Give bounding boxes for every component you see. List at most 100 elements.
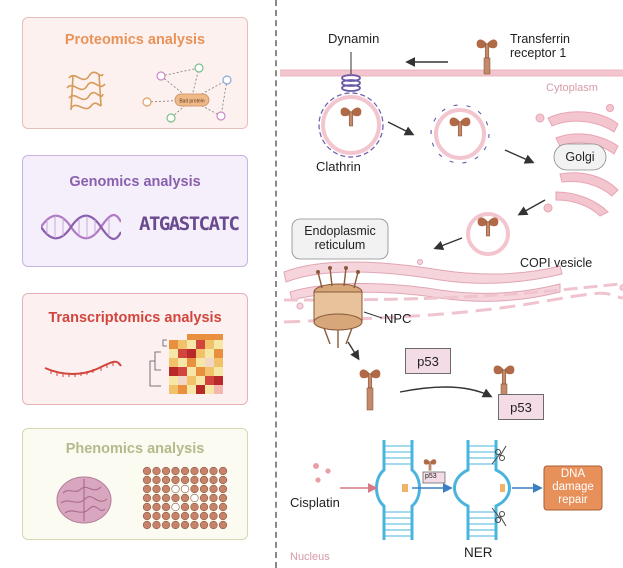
well bbox=[180, 520, 190, 530]
well bbox=[152, 475, 161, 485]
dna-double-strand-1 bbox=[375, 440, 421, 540]
p53-small-label: p53 bbox=[425, 473, 437, 480]
well bbox=[161, 520, 171, 530]
cisplatin-label: Cisplatin bbox=[290, 495, 340, 510]
well bbox=[161, 511, 171, 521]
bait-protein-node bbox=[174, 93, 210, 107]
well bbox=[190, 466, 199, 476]
heatmap-cell bbox=[205, 349, 214, 358]
heatmap-cell bbox=[205, 340, 214, 349]
cisplatin-adduct bbox=[402, 484, 408, 492]
well bbox=[209, 484, 218, 494]
transcriptomics-panel: Transcriptomics analysis bbox=[22, 293, 248, 405]
transferrin-receptor-icon bbox=[476, 39, 498, 75]
dna-helix-icon bbox=[41, 214, 121, 240]
well bbox=[190, 511, 199, 521]
heatmap-cell bbox=[214, 376, 223, 385]
heatmap-cell bbox=[187, 367, 196, 376]
well bbox=[199, 502, 209, 512]
well bbox=[142, 484, 152, 494]
nucleus-label: Nucleus bbox=[290, 551, 330, 563]
well bbox=[209, 466, 218, 476]
well bbox=[142, 520, 152, 530]
well bbox=[190, 502, 199, 512]
sequence-logo: ATGASTCATC bbox=[139, 213, 240, 235]
dynamin-label: Dynamin bbox=[328, 31, 380, 46]
genomics-panel: Genomics analysis ATGASTCATC bbox=[22, 155, 248, 267]
heatmap-cell bbox=[169, 358, 178, 367]
well bbox=[142, 511, 152, 521]
plasma-membrane bbox=[280, 69, 623, 77]
well bbox=[152, 484, 161, 494]
well bbox=[180, 511, 190, 521]
er-label-box bbox=[291, 218, 389, 260]
proteomics-panel: Proteomics analysis Bait protein bbox=[22, 17, 248, 129]
heatmap-cell bbox=[187, 376, 196, 385]
protein-network-icon: Bait protein bbox=[142, 63, 232, 123]
well bbox=[171, 520, 180, 530]
dna-repair-box bbox=[543, 465, 603, 511]
golgi-apparatus bbox=[535, 104, 619, 217]
heatmap-cell bbox=[178, 385, 187, 394]
well bbox=[152, 511, 161, 521]
copi-vesicle bbox=[466, 212, 510, 256]
heatmap-cell bbox=[214, 340, 223, 349]
nuclear-pore-complex bbox=[313, 266, 363, 348]
well bbox=[190, 493, 199, 503]
well bbox=[171, 475, 180, 485]
well bbox=[161, 466, 171, 476]
well bbox=[180, 466, 190, 476]
well bbox=[171, 484, 180, 494]
well-plate-icon bbox=[142, 466, 228, 530]
well bbox=[209, 493, 218, 503]
heatmap-icon bbox=[149, 334, 223, 394]
well bbox=[190, 520, 199, 530]
well bbox=[209, 520, 218, 530]
heatmap-cell bbox=[214, 367, 223, 376]
heatmap-cell bbox=[178, 376, 187, 385]
heatmap-cell bbox=[205, 367, 214, 376]
heatmap-cell bbox=[196, 358, 205, 367]
well bbox=[152, 520, 161, 530]
well bbox=[161, 493, 171, 503]
clathrin-label: Clathrin bbox=[316, 159, 361, 174]
phenomics-title: Phenomics analysis bbox=[65, 441, 205, 457]
heatmap-cell bbox=[196, 385, 205, 394]
heatmap-cell bbox=[205, 358, 214, 367]
heatmap-cell bbox=[178, 349, 187, 358]
heatmap-cell bbox=[196, 349, 205, 358]
dna-double-strand-2 bbox=[453, 440, 511, 540]
dna-backbone bbox=[453, 440, 470, 540]
well bbox=[209, 502, 218, 512]
well bbox=[218, 484, 228, 494]
bait-protein-label: Bait protein bbox=[179, 99, 205, 105]
npc-pointer bbox=[363, 311, 383, 319]
well bbox=[142, 493, 152, 503]
heatmap-cell bbox=[178, 340, 187, 349]
arrow-clathrin-to-uncoated bbox=[387, 121, 415, 136]
well bbox=[190, 484, 199, 494]
well bbox=[199, 493, 209, 503]
protein-structure-icon bbox=[66, 71, 106, 111]
well bbox=[152, 502, 161, 512]
well bbox=[180, 484, 190, 494]
well bbox=[209, 475, 218, 485]
heatmap-cell bbox=[214, 349, 223, 358]
well bbox=[199, 475, 209, 485]
well bbox=[209, 511, 218, 521]
proteomics-title: Proteomics analysis bbox=[64, 32, 206, 48]
heatmap-cell bbox=[205, 376, 214, 385]
dynamin-ring bbox=[341, 52, 361, 92]
well bbox=[161, 502, 171, 512]
well bbox=[171, 502, 180, 512]
copi-vesicle-label: COPI vesicle bbox=[520, 256, 593, 270]
arrow-to-golgi bbox=[504, 149, 535, 164]
well bbox=[142, 502, 152, 512]
scissors-icon bbox=[491, 445, 507, 527]
arrow-golgi-to-copi bbox=[517, 199, 546, 216]
arrow-to-p53-binding bbox=[399, 386, 493, 398]
heatmap-cell bbox=[196, 340, 205, 349]
receptor-p53-complex-icon bbox=[493, 365, 515, 397]
panel-divider bbox=[275, 0, 277, 568]
